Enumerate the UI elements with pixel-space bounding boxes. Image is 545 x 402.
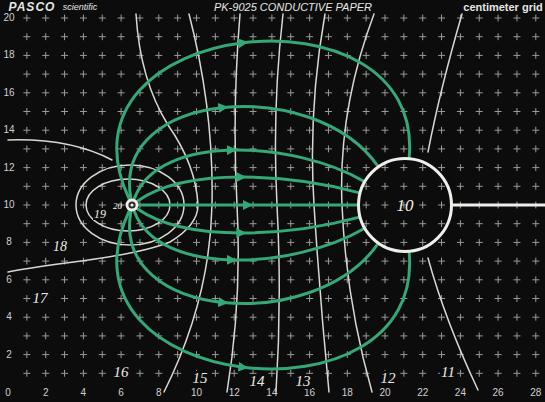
equipotential-line xyxy=(227,14,240,392)
field-line xyxy=(139,204,357,207)
axis-number: 28 xyxy=(530,388,541,398)
axis-number: 16 xyxy=(304,388,315,398)
electrode-pin xyxy=(130,203,133,206)
axis-number: 8 xyxy=(6,237,12,247)
electrode-disc xyxy=(126,199,139,212)
axis-number: 14 xyxy=(266,388,277,398)
field-line xyxy=(138,209,359,233)
equipotential-line xyxy=(428,14,462,152)
equipotential-line xyxy=(312,14,329,392)
axis-number: 24 xyxy=(455,388,466,398)
axis-number: 12 xyxy=(3,163,14,173)
axis-number: 20 xyxy=(3,13,14,23)
axis-number: 12 xyxy=(229,388,240,398)
potential-value: 17 xyxy=(32,291,49,306)
axis-number: 4 xyxy=(6,312,12,322)
potential-value: 20 xyxy=(113,202,122,211)
field-line xyxy=(130,212,378,304)
electrode-hole xyxy=(128,201,135,208)
axis-number: 16 xyxy=(3,88,14,98)
field-line xyxy=(130,106,378,198)
ring-outline xyxy=(359,159,452,252)
potential-value: 14 xyxy=(249,374,266,389)
electrode-outline xyxy=(125,198,139,212)
potential-value: 19 xyxy=(93,208,107,220)
electrode-lead xyxy=(453,204,545,207)
axis-number: 10 xyxy=(3,200,14,210)
axis-number: 8 xyxy=(156,388,162,398)
potential-value: 12 xyxy=(380,371,397,386)
equipotential-line xyxy=(275,14,283,392)
equipotential-line xyxy=(164,14,212,392)
axis-number: 14 xyxy=(3,125,14,135)
axis-number: 26 xyxy=(493,388,504,398)
field-line xyxy=(117,41,410,199)
axis-number: 2 xyxy=(43,388,49,398)
equipotential-line xyxy=(428,258,478,390)
axis-number: 18 xyxy=(342,388,353,398)
axis-number: 6 xyxy=(118,388,124,398)
field-line xyxy=(134,212,363,260)
paper-title: PK-9025 CONDUCTIVE PAPER xyxy=(214,2,372,13)
axis-number: 0 xyxy=(5,388,11,398)
field-line xyxy=(138,177,359,201)
potential-value: 15 xyxy=(192,371,209,386)
ring-electrode: 10 xyxy=(357,157,453,253)
axis-number: 2 xyxy=(6,350,12,360)
grid-note: centimeter grid xyxy=(463,2,542,13)
equipotential-line xyxy=(8,140,112,160)
brand-tagline: scientific xyxy=(63,3,98,12)
field-line xyxy=(134,150,363,198)
axis-number: 10 xyxy=(191,388,202,398)
axis-number: 22 xyxy=(417,388,428,398)
brand-logo: PASCO xyxy=(9,1,56,13)
axis-number: 20 xyxy=(379,388,390,398)
potential-value: 11 xyxy=(440,365,456,380)
potential-value: 16 xyxy=(113,365,130,380)
axis-number: 4 xyxy=(81,388,87,398)
equipotential-line xyxy=(8,14,198,272)
field-line xyxy=(117,211,410,369)
potential-value: 13 xyxy=(295,374,312,389)
point-electrode: 20 xyxy=(125,198,139,212)
potential-value: 18 xyxy=(52,240,68,254)
potential-value: 10 xyxy=(397,197,414,214)
axis-number: 6 xyxy=(6,275,12,285)
axis-number: 18 xyxy=(3,50,14,60)
